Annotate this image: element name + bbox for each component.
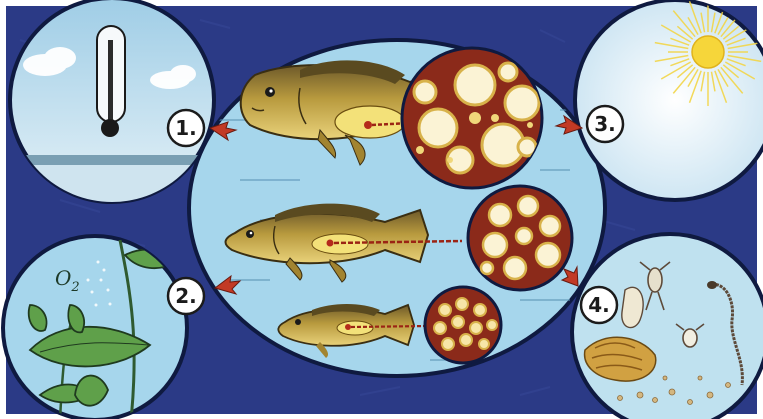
svg-text:1.: 1. [175, 116, 197, 140]
badge-2: 2. [168, 278, 204, 314]
badge-1: 1. [168, 110, 204, 146]
egg-cluster-small [425, 287, 501, 363]
badge-4: 4. [581, 287, 617, 323]
oxygen-panel: O2 [3, 236, 187, 419]
main-water-circle [189, 40, 605, 376]
egg-cluster-medium [468, 186, 572, 290]
sun-icon [692, 36, 724, 68]
egg-cluster-large [402, 48, 542, 188]
sunlight-panel [575, 0, 763, 200]
food-panel [572, 234, 763, 419]
svg-text:4.: 4. [588, 293, 610, 317]
svg-text:2.: 2. [175, 284, 197, 308]
badge-3: 3. [587, 106, 623, 142]
svg-text:3.: 3. [594, 112, 616, 136]
